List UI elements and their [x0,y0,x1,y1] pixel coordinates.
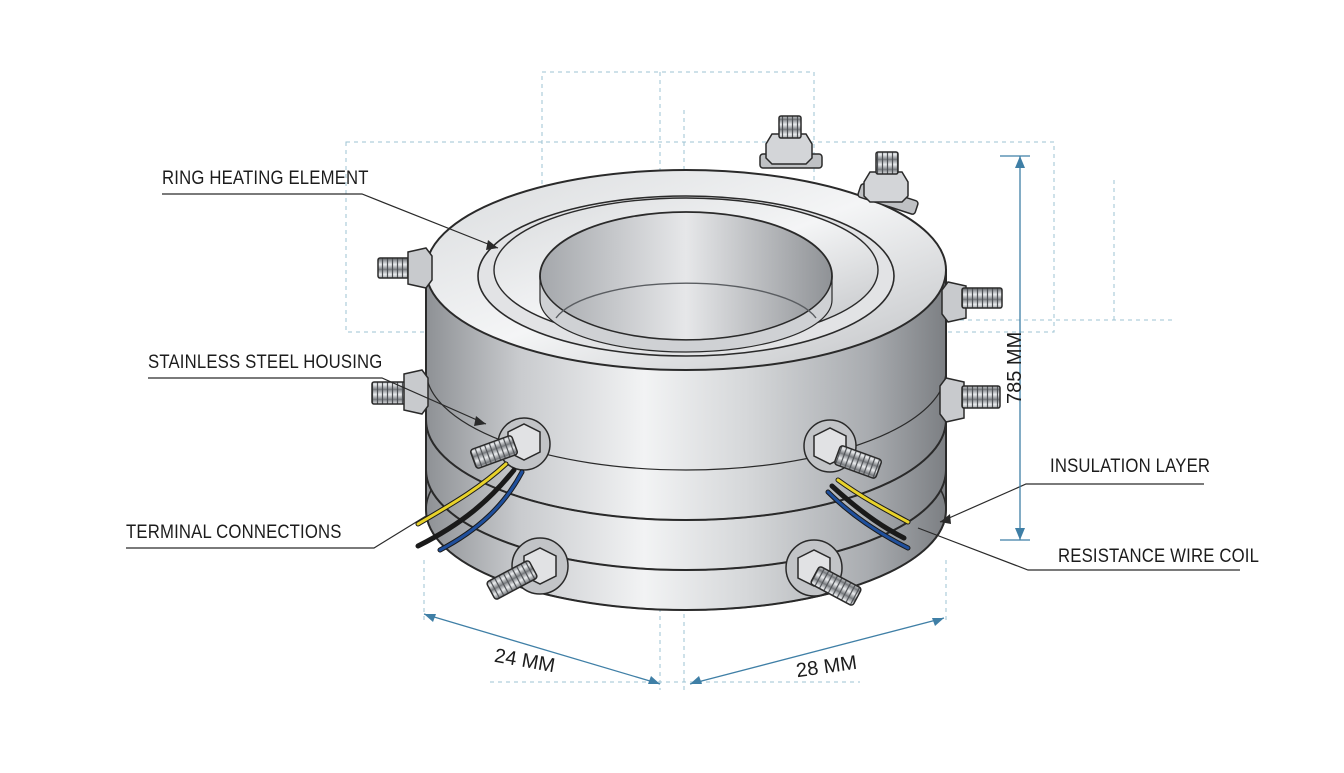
hex-nut-icon [803,419,882,479]
label-terminal-connections: TERMINAL CONNECTIONS [126,522,342,543]
terminal-stud-icon [939,377,1001,423]
dimension-height-label: 785 MM [1004,331,1026,404]
label-ring-heating-element: RING HEATING ELEMENT [162,168,369,189]
terminal-stud-icon [759,115,823,169]
label-insulation-layer: INSULATION LAYER [1050,456,1211,477]
hex-nut-icon [486,537,569,600]
ring-body [425,169,947,611]
terminal-stud-icon [371,369,429,415]
leader-lines [126,193,1240,571]
terminal-studs [371,115,1003,606]
dimension-lines [423,155,1030,685]
terminal-stud-icon [377,247,433,289]
leader-arrowheads [474,240,951,524]
terminal-stud-icon [941,281,1003,323]
hex-nut-icon [785,539,862,606]
terminal-stud-icon [857,151,919,215]
label-stainless-steel-housing: STAINLESS STEEL HOUSING [148,352,383,373]
hex-nut-icon [470,417,551,471]
dimension-arrowheads [424,156,1025,684]
label-resistance-wire-coil: RESISTANCE WIRE COIL [1058,546,1260,567]
lead-wires [415,461,911,553]
